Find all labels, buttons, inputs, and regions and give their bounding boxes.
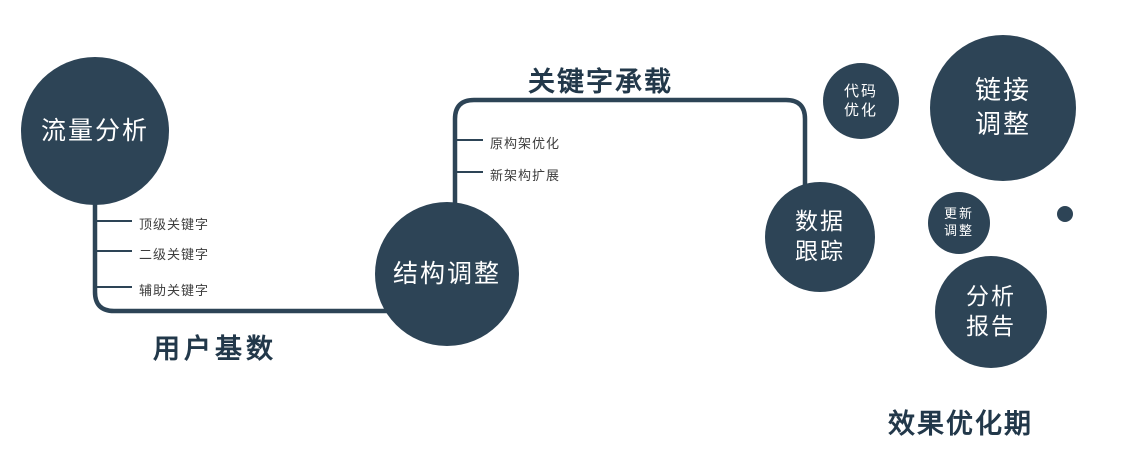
branch-label-auxiliary-keywords: 辅助关键字 [139,283,210,298]
connector-traffic-to-structure [92,198,400,314]
caption-effect-optimization-period: 效果优化期 [888,409,1033,439]
node-analysis-report-label: 分析报告 [966,283,1016,339]
branch-label-secondary-keywords: 二级关键字 [139,247,210,262]
branch-label-new-architecture: 新架构扩展 [490,168,561,183]
connector-structure-to-datatracking [452,97,808,212]
node-data-tracking: 数据跟踪 [765,182,875,292]
node-data-tracking-label: 数据跟踪 [795,208,845,264]
node-update-adjustment: 更新调整 [928,192,990,254]
branch-label-top-keywords: 顶级关键字 [139,217,210,232]
node-link-adjustment: 链接调整 [930,35,1076,181]
node-traffic-analysis-label: 流量分析 [40,116,149,145]
node-analysis-report: 分析报告 [935,256,1047,368]
node-traffic-analysis: 流量分析 [21,57,169,205]
edge-label-keyword-carrying: 关键字承载 [528,67,673,97]
bullet-dot-node [1057,206,1073,222]
branch-label-original-architecture: 原构架优化 [490,136,561,151]
node-structure-adjustment: 结构调整 [375,202,519,346]
node-structure-adjustment-label: 结构调整 [392,259,501,288]
node-code-optimization: 代码优化 [823,63,899,139]
node-link-adjustment-label: 链接调整 [974,75,1031,139]
node-update-adjustment-label: 更新调整 [943,206,974,238]
node-code-optimization-label: 代码优化 [843,82,878,120]
edge-label-user-base: 用户基数 [153,334,277,364]
